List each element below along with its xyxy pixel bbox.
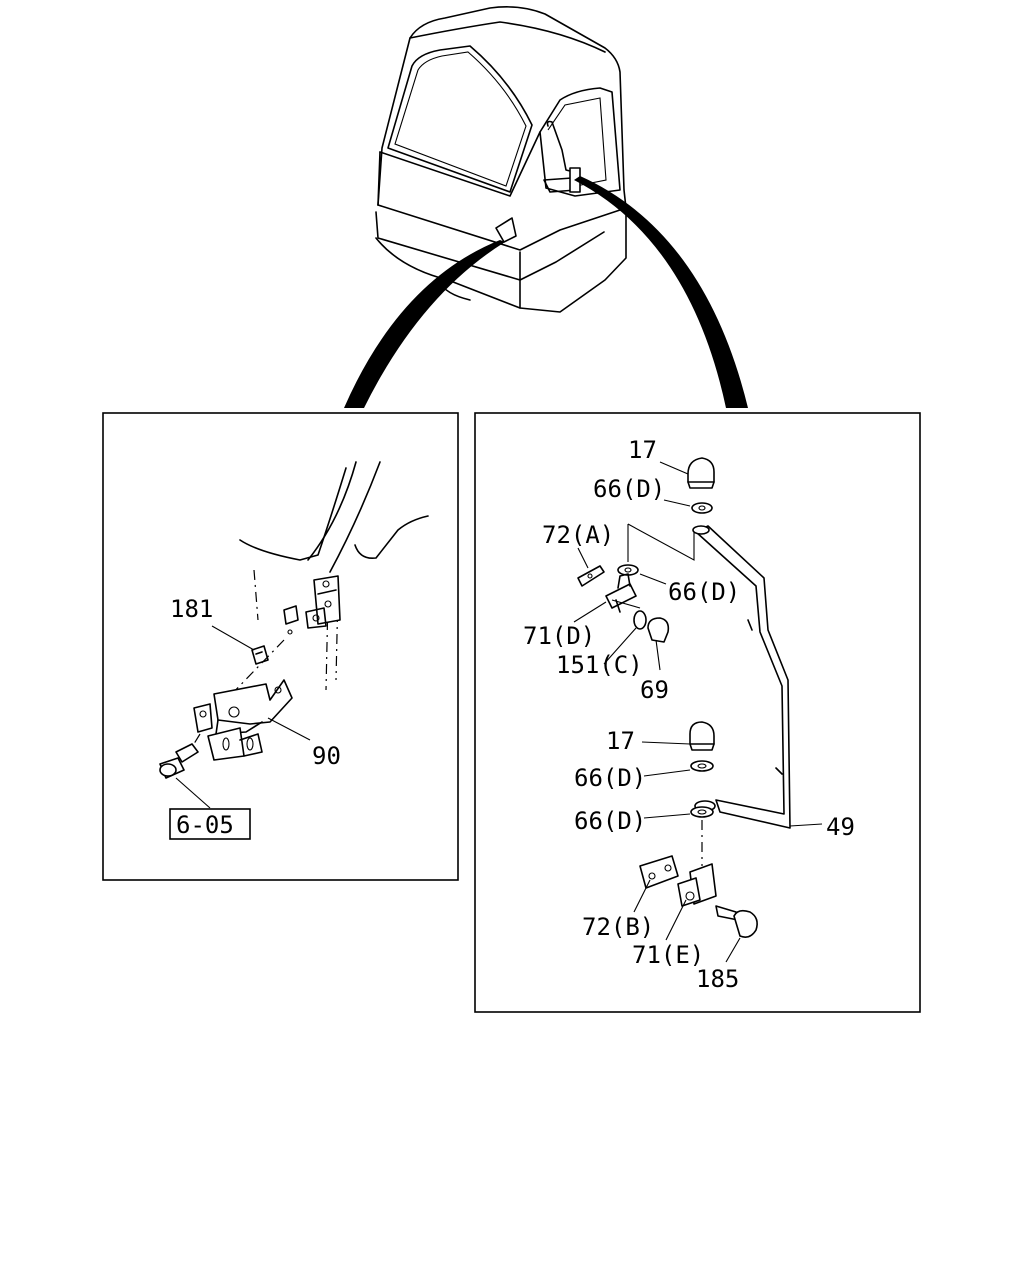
right-detail-frame (474, 412, 921, 1013)
left-detail-drawing (159, 461, 429, 840)
label-72a: 72(A) (542, 521, 614, 549)
label-90: 90 (312, 742, 341, 770)
label-17-lower: 17 (606, 727, 635, 755)
label-69: 69 (640, 676, 669, 704)
right-connector (574, 176, 748, 408)
label-66d-1: 66(D) (593, 475, 665, 503)
label-66d-4: 66(D) (574, 807, 646, 835)
label-17-top: 17 (628, 436, 657, 464)
cab-overview (375, 6, 627, 313)
right-detail-drawing (573, 457, 823, 963)
label-72b: 72(B) (582, 913, 654, 941)
label-66d-2: 66(D) (668, 578, 740, 606)
ref-box-6-05 (169, 808, 251, 840)
label-6-05: 6-05 (176, 811, 234, 839)
label-66d-3: 66(D) (574, 764, 646, 792)
label-71e: 71(E) (632, 941, 704, 969)
label-151c: 151(C) (556, 651, 643, 679)
label-181: 181 (170, 595, 213, 623)
label-71d: 71(D) (523, 622, 595, 650)
label-185: 185 (696, 965, 739, 993)
left-detail-frame (102, 412, 459, 881)
left-connector (344, 240, 505, 408)
label-49: 49 (826, 813, 855, 841)
